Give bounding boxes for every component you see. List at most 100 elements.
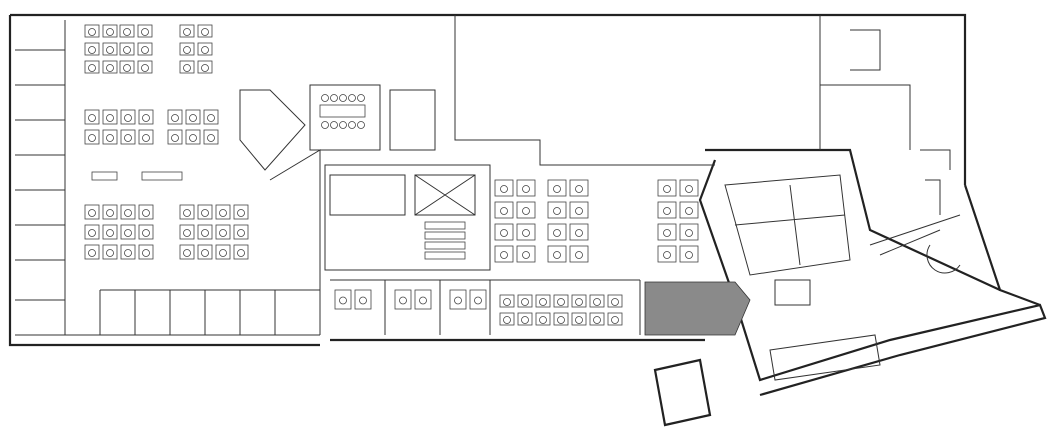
chair — [124, 229, 132, 237]
chair — [201, 249, 209, 257]
chair — [522, 185, 530, 193]
desk — [141, 171, 183, 181]
chair — [141, 28, 149, 36]
chair — [539, 316, 547, 324]
chair — [183, 28, 191, 36]
chair — [503, 316, 511, 324]
chair — [141, 64, 149, 72]
chair — [142, 209, 150, 217]
chair — [106, 28, 114, 36]
chair — [124, 114, 132, 122]
chair — [339, 94, 347, 102]
chair — [171, 134, 179, 142]
chair — [553, 207, 561, 215]
chair — [142, 134, 150, 142]
chair — [183, 46, 191, 54]
chair — [500, 185, 508, 193]
chair — [201, 46, 209, 54]
chair — [189, 134, 197, 142]
exterior-walls — [8, 13, 1047, 427]
chair — [88, 28, 96, 36]
chair — [575, 298, 583, 306]
chair — [183, 64, 191, 72]
chair — [88, 209, 96, 217]
interior-walls — [15, 20, 961, 381]
chair — [183, 209, 191, 217]
chair — [142, 229, 150, 237]
furniture — [84, 24, 699, 326]
chair — [88, 64, 96, 72]
chair — [500, 207, 508, 215]
chair — [685, 185, 693, 193]
chair — [124, 249, 132, 257]
chair — [124, 134, 132, 142]
desk — [424, 221, 466, 230]
chair — [321, 121, 329, 129]
chair — [348, 94, 356, 102]
chair — [521, 316, 529, 324]
chair — [88, 46, 96, 54]
chair — [500, 229, 508, 237]
chair — [330, 94, 338, 102]
chair — [611, 298, 619, 306]
chair — [106, 64, 114, 72]
chair — [575, 207, 583, 215]
chair — [201, 64, 209, 72]
chair — [357, 94, 365, 102]
chair — [593, 316, 601, 324]
chair — [521, 298, 529, 306]
chair — [522, 207, 530, 215]
chair — [219, 249, 227, 257]
chair — [503, 298, 511, 306]
chair — [575, 316, 583, 324]
chair — [219, 229, 227, 237]
chair — [357, 121, 365, 129]
chair — [539, 298, 547, 306]
chair — [454, 296, 462, 305]
chair — [88, 229, 96, 237]
chair — [237, 229, 245, 237]
chair — [500, 251, 508, 259]
chair — [575, 251, 583, 259]
chair — [123, 64, 131, 72]
chair — [88, 249, 96, 257]
chair — [522, 229, 530, 237]
chair — [201, 28, 209, 36]
chair — [106, 134, 114, 142]
chair — [474, 296, 482, 305]
chair — [321, 94, 329, 102]
desk — [424, 231, 466, 240]
chair — [106, 114, 114, 122]
chair — [593, 298, 601, 306]
chair — [201, 229, 209, 237]
chair — [553, 185, 561, 193]
chair — [141, 46, 149, 54]
chair — [339, 121, 347, 129]
chair — [237, 209, 245, 217]
chair — [123, 28, 131, 36]
chair — [123, 46, 131, 54]
chair — [330, 121, 338, 129]
chair — [663, 229, 671, 237]
chair — [522, 251, 530, 259]
chair — [183, 249, 191, 257]
chair — [106, 249, 114, 257]
chair — [348, 121, 356, 129]
chair — [399, 296, 407, 305]
desk — [424, 251, 466, 260]
chair — [557, 316, 565, 324]
chair — [575, 185, 583, 193]
chair — [685, 251, 693, 259]
chair — [88, 114, 96, 122]
chair — [106, 46, 114, 54]
desk — [424, 241, 466, 250]
hatched-area — [644, 244, 961, 336]
chair — [207, 134, 215, 142]
chair — [183, 229, 191, 237]
chair — [207, 114, 215, 122]
chair — [575, 229, 583, 237]
chair — [219, 209, 227, 217]
chair — [611, 316, 619, 324]
chair — [553, 251, 561, 259]
